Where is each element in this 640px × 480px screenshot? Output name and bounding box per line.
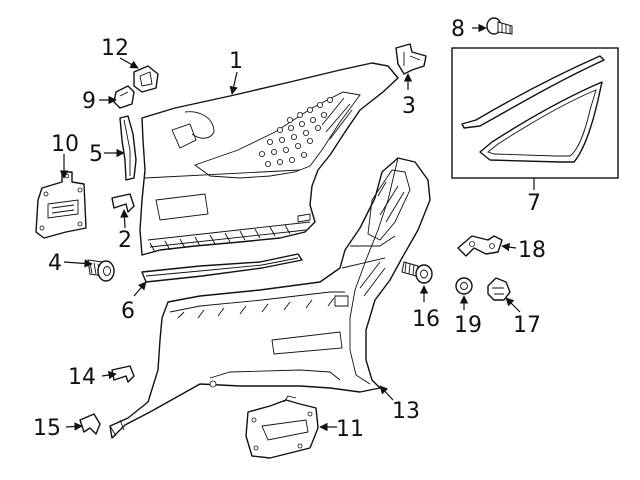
part-19-nut[interactable] (455, 277, 473, 295)
callout-3: 3 (402, 94, 416, 119)
part-6-weatherstrip[interactable] (141, 253, 303, 283)
callout-8: 8 (451, 17, 465, 42)
callout-16: 16 (412, 307, 440, 332)
part-4-screw[interactable] (87, 259, 115, 282)
part-9-clip[interactable] (113, 85, 135, 109)
callout-6: 6 (121, 299, 135, 324)
callout-2: 2 (118, 228, 132, 253)
part-13-lower-quarter-trim[interactable] (109, 157, 431, 439)
part-14-clip[interactable] (111, 365, 135, 383)
part-3-bracket-clip[interactable] (395, 43, 427, 75)
grille-holes (258, 97, 333, 167)
part-5-trim-strip[interactable] (119, 115, 137, 181)
part-18-bracket[interactable] (457, 235, 503, 257)
part-10-bracket[interactable] (35, 171, 87, 239)
callout-7: 7 (527, 191, 541, 216)
callout-18: 18 (518, 238, 546, 263)
callout-13: 13 (392, 399, 420, 424)
part-11-bracket[interactable] (245, 395, 319, 459)
callout-11: 11 (336, 417, 364, 442)
callout-5: 5 (89, 142, 103, 167)
callout-1: 1 (229, 49, 243, 74)
part-16-screw[interactable] (401, 261, 433, 284)
leader-lines (59, 23, 535, 432)
callout-14: 14 (68, 365, 96, 390)
callout-numbers: 1 2 3 4 5 6 7 8 9 10 11 12 13 14 15 16 1… (33, 17, 546, 442)
part-8-screw[interactable] (486, 17, 513, 35)
part-2-clip[interactable] (111, 193, 135, 213)
callout-17: 17 (513, 313, 541, 338)
part-1-upper-quarter-trim[interactable] (139, 62, 399, 256)
part-17-clip[interactable] (487, 277, 511, 301)
callout-19: 19 (454, 313, 482, 338)
callout-9: 9 (82, 89, 96, 114)
part-7-quarter-glass-inset[interactable] (451, 47, 619, 179)
callout-10: 10 (51, 132, 79, 157)
callout-4: 4 (48, 251, 62, 276)
part-15-clip[interactable] (79, 413, 101, 435)
part-12-clip[interactable] (133, 65, 159, 93)
callout-15: 15 (33, 416, 61, 441)
callout-12: 12 (101, 36, 129, 61)
